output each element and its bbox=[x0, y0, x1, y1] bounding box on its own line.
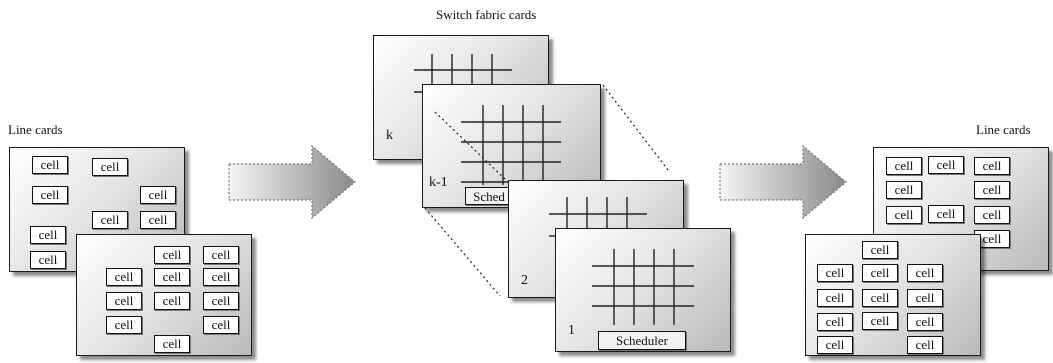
dotted-connector bbox=[602, 84, 669, 171]
dotted-connector bbox=[424, 207, 501, 297]
cell: cell bbox=[886, 181, 922, 199]
cell: cell bbox=[140, 211, 176, 229]
cell: cell bbox=[974, 230, 1010, 248]
cell: cell bbox=[203, 268, 239, 286]
cell: cell bbox=[817, 264, 853, 282]
cell: cell bbox=[154, 268, 190, 286]
cell: cell bbox=[862, 312, 898, 330]
cell: cell bbox=[154, 246, 190, 264]
cell: cell bbox=[907, 313, 943, 331]
cell: cell bbox=[32, 156, 68, 174]
cell: cell bbox=[203, 316, 239, 334]
right-arrow bbox=[719, 144, 847, 220]
left-line-cards-label: Line cards bbox=[8, 122, 63, 137]
cell: cell bbox=[862, 289, 898, 307]
cell: cell bbox=[203, 292, 239, 310]
cell: cell bbox=[92, 158, 128, 176]
fabric-card-number: 1 bbox=[568, 323, 575, 338]
cell: cell bbox=[817, 336, 853, 354]
cell: cell bbox=[862, 241, 898, 259]
crossbar-grid bbox=[592, 249, 694, 325]
crossbar-grid bbox=[461, 105, 561, 185]
cell: cell bbox=[92, 211, 128, 229]
cell: cell bbox=[140, 186, 176, 204]
cell: cell bbox=[886, 206, 922, 224]
cell: cell bbox=[203, 246, 239, 264]
cell: cell bbox=[907, 264, 943, 282]
cell: cell bbox=[928, 205, 964, 223]
cell: cell bbox=[32, 186, 68, 204]
cell: cell bbox=[907, 336, 943, 354]
switch-fabric-title: Switch fabric cards bbox=[436, 7, 537, 22]
cell: cell bbox=[907, 289, 943, 307]
left-line-card-back: cell cell cell cell cell cell cell cell bbox=[9, 147, 185, 272]
cell: cell bbox=[817, 289, 853, 307]
cell: cell bbox=[928, 156, 964, 174]
cell: cell bbox=[817, 313, 853, 331]
cell: cell bbox=[154, 292, 190, 310]
cell: cell bbox=[106, 292, 142, 310]
cell: cell bbox=[106, 316, 142, 334]
right-line-cards-label: Line cards bbox=[976, 122, 1031, 137]
dotted-connector bbox=[434, 111, 507, 181]
scheduler-box: Scheduler bbox=[598, 331, 686, 350]
cell: cell bbox=[106, 268, 142, 286]
cell: cell bbox=[30, 226, 66, 244]
fabric-card-number: k bbox=[386, 128, 393, 143]
fabric-card-number: 2 bbox=[521, 273, 528, 288]
cell: cell bbox=[154, 335, 190, 353]
cell: cell bbox=[974, 181, 1010, 199]
cell: cell bbox=[974, 206, 1010, 224]
fabric-card-1: 1 Scheduler bbox=[555, 228, 731, 352]
left-arrow bbox=[228, 144, 356, 220]
right-line-card-front: cell cell cell cell cell cell cell cell … bbox=[805, 234, 981, 356]
cell: cell bbox=[30, 251, 66, 269]
fabric-card-number: k-1 bbox=[429, 175, 448, 190]
cell: cell bbox=[886, 157, 922, 175]
left-line-card-front: cell cell cell cell cell cell cell cell … bbox=[76, 234, 252, 356]
cell: cell bbox=[862, 264, 898, 282]
cell: cell bbox=[974, 157, 1010, 175]
